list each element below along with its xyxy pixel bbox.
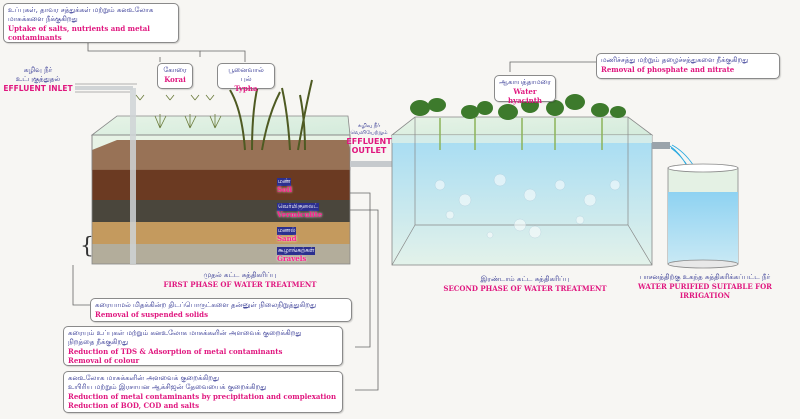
phosphate-removal-box: மணிச்சத்து மற்றும் தழைச்சத்துகளை நீக்குக… bbox=[596, 53, 780, 79]
uptake-english: Uptake of salts, nutrients and metal con… bbox=[8, 24, 150, 42]
layer-label-sand: மணல் Sand bbox=[277, 227, 297, 243]
purified-water-title: பாசனத்திற்கு உகந்த சுத்திகரிக்கப்பட்ட நீ… bbox=[638, 273, 772, 300]
suspended-solids-box: கரையாமல் மிதக்கின்ற திடப்பொருட்களை தன்னு… bbox=[90, 298, 352, 322]
uptake-info-box: உப்புகள், தாவர சத்துக்கள் மற்றும் கனஉலோக… bbox=[3, 3, 179, 43]
outlet-pipe bbox=[350, 161, 398, 167]
effluent-outlet-label: கழிவு நீர் வெளியேற்றும் EFFLUENT OUTLET bbox=[346, 123, 392, 155]
uptake-tamil: உப்புகள், தாவர சத்துக்கள் மற்றும் கனஉலோக… bbox=[8, 6, 154, 23]
brace-icon: { bbox=[80, 234, 94, 259]
effluent-inlet-label: கழிவு நீர் உட்புகுத்துதல் EFFLUENT INLET bbox=[3, 66, 73, 93]
layer-label-soil: மண் Soil bbox=[277, 178, 293, 194]
tds-reduction-box: கரையும் உப்புகள் மற்றும் கனஉலோக மாசுக்கள… bbox=[63, 326, 343, 366]
phase1-tank bbox=[75, 79, 398, 265]
purified-water-cup bbox=[667, 163, 739, 269]
plant-label-water-hyacinth: ஆகாயத்தாமரை Water hyacinth bbox=[494, 75, 556, 105]
inlet-pipe bbox=[130, 88, 136, 264]
bod-reduction-box: கனஉலோக மாசுக்களின் அளவைக் குறைக்கிறது உய… bbox=[63, 371, 343, 413]
phase2-tank bbox=[390, 94, 709, 266]
phase2-title: இரண்டாம் கட்ட சுத்திகரிப்பு SECOND PHASE… bbox=[443, 275, 607, 293]
plant-label-korai: கோரை Korai bbox=[157, 63, 193, 89]
connector-lines bbox=[72, 43, 600, 391]
layer-label-vermiculite: வெர்மிகுலைட் Vermiculite bbox=[277, 203, 323, 219]
layer-label-gravels: கூழாங்கற்கள் Gravels bbox=[277, 247, 316, 263]
plant-label-typha: பூனைவால் புல் Typha bbox=[217, 63, 275, 93]
phase1-title: முதல் கட்ட சுத்திகரிப்பு FIRST PHASE OF … bbox=[163, 271, 317, 289]
